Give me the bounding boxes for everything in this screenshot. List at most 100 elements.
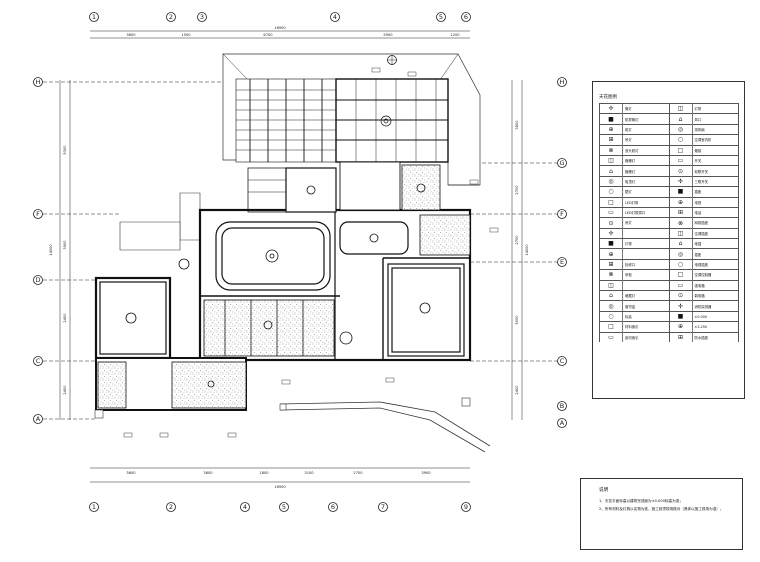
legend-row: ○壁灯■插座 — [599, 186, 739, 197]
axis-top-2: 2 — [169, 13, 173, 21]
legend-label: 强电箱 — [694, 283, 705, 288]
note-line-2: 2、所有材料及灯具以实物为准，施工前须现场核对（具体以施工现场为准）。 — [599, 507, 724, 511]
legend-label: 电话 — [694, 211, 702, 216]
legend-cell: ⊙双联开关 — [668, 166, 739, 177]
legend-cell: ⊞防水插座 — [668, 332, 739, 343]
legend-symbol-icon: ◫ — [600, 155, 623, 166]
axis-right-F: F — [560, 210, 564, 218]
legend-symbol-icon: ■ — [670, 311, 693, 322]
legend-symbol-icon: □ — [600, 321, 623, 332]
legend-cell: ⌂暗藏灯 — [599, 290, 669, 301]
bottom-total-dim: 18900 — [274, 485, 286, 489]
legend-symbol-icon: ⌂ — [670, 114, 693, 125]
legend-cell: ✢筒灯 — [599, 103, 669, 114]
left-dim-4: 2400 — [63, 385, 67, 395]
legend-row: ○标高■±0.000 — [599, 310, 739, 322]
axis-bottom-5: 6 — [331, 503, 335, 511]
legend-cell: ○电视插座 — [668, 259, 739, 270]
legend-symbol-icon: ■ — [670, 186, 693, 197]
legend-label: 风口 — [694, 117, 702, 122]
legend-symbol-icon: ○ — [670, 259, 693, 270]
left-axis-leaders — [43, 81, 225, 420]
legend-cell: ✢三联开关 — [668, 176, 739, 187]
legend-label: 吸顶灯 — [625, 179, 636, 184]
note-line-1: 1、天花平面标高以建筑完成面为±0.000标高为准； — [599, 499, 683, 503]
legend-cell: ⊕±3.250 — [668, 321, 739, 332]
axis-right-H: H — [560, 78, 565, 86]
legend-label: 防雾筒灯 — [625, 117, 639, 122]
legend-symbol-icon: ✢ — [670, 301, 693, 312]
legend-symbol-icon: ⊕ — [600, 249, 623, 260]
top-total-dim: 18900 — [274, 26, 286, 30]
legend-cell: ⊙弱电箱 — [668, 290, 739, 301]
legend-label: 格栅灯 — [625, 159, 636, 164]
notes-title: 说明 — [599, 488, 609, 493]
top-dim-2: 1500 — [181, 33, 191, 37]
legend-symbol-icon: ✢ — [600, 103, 623, 114]
legend-label: 电视 — [694, 200, 702, 205]
legend-label: 消防探测器 — [694, 304, 712, 309]
bottom-dim-3: 1800 — [259, 471, 269, 475]
left-total-dim: 14000 — [49, 244, 53, 256]
legend-row: ⊕ ◎插座 — [599, 248, 739, 260]
legend-cell: ◎窗帘盒 — [599, 301, 669, 312]
legend-symbol-icon: ⊞ — [600, 259, 623, 270]
legend-cell: ■插座 — [668, 186, 739, 197]
axis-right-B: B — [560, 402, 564, 410]
legend-label: 双头射灯 — [625, 148, 639, 153]
right-dimension-chain: 14000 3800 2700 2700 5000 2400 — [511, 80, 529, 420]
legend-cell: ○壁灯 — [599, 186, 669, 197]
right-total-dim: 14000 — [525, 244, 529, 256]
legend-symbol-icon: ⊗ — [600, 269, 623, 280]
axis-right-C: C — [560, 357, 565, 365]
legend-cell: ◎吸顶灯 — [599, 176, 669, 187]
right-axis-leaders — [470, 162, 557, 362]
axis-right-G: G — [559, 159, 564, 167]
legend-symbol-icon: ⌂ — [670, 238, 693, 249]
bottom-axis-bubbles: 1 2 4 5 6 7 9 — [89, 502, 471, 512]
axis-bottom-1: 1 — [92, 503, 96, 511]
legend-symbol-icon: ⊕ — [670, 197, 693, 208]
legend-row: ■灯带⌂地插 — [599, 238, 739, 249]
legend-label: 网络插座 — [694, 221, 709, 226]
legend-row: □材料索引⊕±3.250 — [599, 321, 739, 332]
legend-cell: ◫灯带 — [668, 103, 739, 114]
bottom-dim-6: 3900 — [421, 471, 431, 475]
legend-cell: ○空调室内机 — [668, 134, 739, 145]
pergola-grid — [235, 78, 337, 163]
legend-label: 壁灯 — [625, 190, 632, 195]
legend-label: ±3.250 — [694, 324, 708, 329]
legend-cell: ◎插座 — [668, 249, 739, 260]
hatched-ceiling-areas — [97, 164, 471, 409]
legend-row: ⊗双头射灯□烟感 — [599, 144, 739, 156]
legend-row: ▭剖切索引⊞防水插座 — [599, 331, 739, 343]
legend-row: ◎窗帘盒✢消防探测器 — [599, 300, 739, 312]
legend-cell: ⊞电话 — [668, 207, 739, 218]
legend-symbol-icon: ■ — [600, 114, 623, 125]
legend-label: 空调控制器 — [694, 273, 712, 278]
axis-bottom-3: 4 — [243, 503, 247, 511]
axis-bottom-6: 7 — [381, 503, 385, 511]
legend-symbol-icon: ○ — [600, 186, 623, 197]
legend-cell: ◫格栅灯 — [599, 155, 669, 166]
legend-label: LED灯带洞口 — [625, 211, 646, 216]
legend-symbol-icon: ◎ — [670, 249, 693, 260]
legend-label: 剖切索引 — [625, 335, 639, 340]
legend-symbol-icon: ⊙ — [600, 218, 623, 228]
legend-symbol-icon: ✢ — [670, 176, 693, 187]
legend-label: 空调室内机 — [694, 138, 712, 143]
legend-cell: ◫ — [599, 280, 669, 291]
top-dim-4: 5900 — [383, 33, 393, 37]
legend-symbol-icon: ◎ — [600, 176, 623, 187]
legend-label: 射灯 — [625, 127, 632, 132]
axis-top-5: 5 — [439, 13, 443, 21]
legend-label: 插座 — [694, 190, 702, 195]
left-dim-1: 5300 — [63, 145, 67, 155]
right-dim-5: 2400 — [515, 385, 519, 395]
top-dim-5: 1200 — [450, 33, 460, 37]
legend-row: □LED灯带⊕电视 — [599, 196, 739, 208]
bottom-dim-5: 2700 — [353, 471, 363, 475]
legend-cell: ▭剖切索引 — [599, 332, 669, 343]
legend-symbol-icon: ▭ — [600, 332, 623, 343]
